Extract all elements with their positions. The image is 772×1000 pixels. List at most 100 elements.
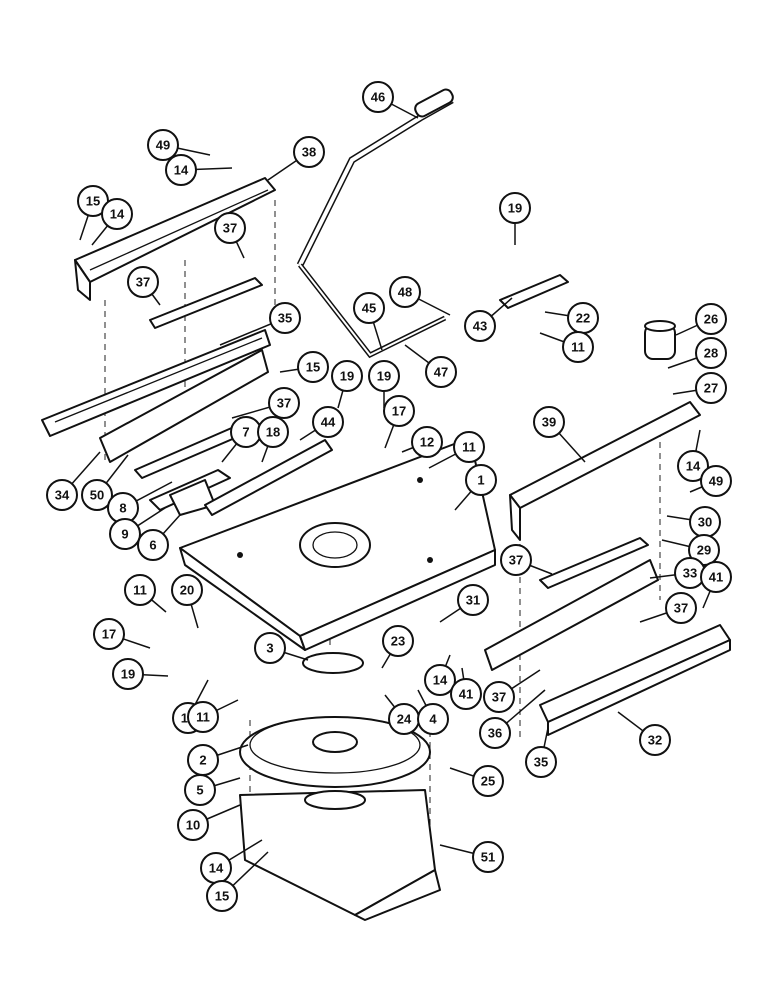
callout-41: 41: [450, 667, 482, 710]
callout-label: 38: [302, 145, 316, 160]
callout-3: 3: [254, 632, 309, 664]
top-plate-1: [179, 437, 496, 651]
callout-37: 37: [483, 669, 541, 713]
callout-label: 19: [340, 369, 354, 384]
callout-label: 11: [571, 340, 585, 355]
callout-circle: [382, 625, 414, 657]
callout-circle: [695, 337, 727, 369]
callout-31: 31: [439, 584, 489, 623]
callout-label: 11: [462, 440, 476, 455]
callout-label: 32: [648, 733, 662, 748]
callout-label: 7: [242, 425, 249, 440]
rail-bracket-39: [509, 401, 701, 541]
slide-rail-33: [484, 559, 659, 671]
callout-circle: [425, 356, 457, 388]
callout-label: 5: [196, 783, 203, 798]
callout-19: 19: [499, 192, 531, 245]
callout-43: 43: [464, 297, 513, 342]
callout-35: 35: [525, 727, 557, 778]
callout-label: 41: [709, 570, 723, 585]
callout-label: 48: [398, 285, 412, 300]
callout-circle: [479, 717, 511, 749]
callout-circle: [353, 292, 385, 324]
callout-label: 8: [119, 501, 126, 516]
callout-circle: [457, 584, 489, 616]
callout-label: 41: [459, 687, 473, 702]
callout-label: 46: [371, 90, 385, 105]
callout-23: 23: [381, 625, 414, 669]
callout-38: 38: [267, 136, 325, 181]
callout-51: 51: [439, 841, 504, 873]
callout-circle: [46, 479, 78, 511]
callout-49: 49: [689, 465, 732, 497]
callout-label: 20: [180, 583, 194, 598]
callout-circle: [677, 450, 709, 482]
callout-28: 28: [667, 337, 727, 369]
callout-circle: [171, 574, 203, 606]
callout-label: 14: [174, 163, 189, 178]
callout-label: 25: [481, 774, 495, 789]
callout-label: 11: [196, 710, 210, 725]
callout-circle: [101, 198, 133, 230]
callout-label: 22: [576, 311, 590, 326]
callout-circle: [472, 765, 504, 797]
callout-label: 43: [473, 319, 487, 334]
callout-11: 11: [187, 699, 239, 733]
slide-strip-37-right: [539, 537, 649, 589]
callout-circle: [424, 664, 456, 696]
callout-circle: [147, 129, 179, 161]
callout-17: 17: [383, 395, 415, 449]
callout-27: 27: [672, 372, 727, 404]
callout-label: 37: [509, 553, 523, 568]
callout-circle: [525, 746, 557, 778]
callout-6: 6: [137, 514, 181, 561]
callout-15: 15: [77, 185, 109, 241]
callout-33: 33: [649, 557, 706, 589]
callout-label: 37: [223, 221, 237, 236]
callout-circle: [124, 574, 156, 606]
callout-label: 33: [683, 566, 697, 581]
turntable-2: [239, 716, 431, 788]
callout-circle: [165, 154, 197, 186]
callout-14: 14: [677, 429, 709, 482]
callout-5: 5: [184, 774, 241, 806]
callout-label: 18: [266, 425, 280, 440]
callout-label: 1: [477, 473, 484, 488]
callout-label: 17: [392, 404, 406, 419]
callout-18: 18: [257, 416, 289, 463]
callout-label: 14: [433, 673, 448, 688]
callout-circle: [700, 465, 732, 497]
callout-circle: [293, 136, 325, 168]
callout-39: 39: [533, 406, 586, 463]
callout-label: 6: [149, 538, 156, 553]
callout-label: 27: [704, 381, 718, 396]
callout-circle: [257, 416, 289, 448]
callout-label: 15: [306, 360, 320, 375]
callout-circle: [688, 534, 720, 566]
callout-circle: [109, 518, 141, 550]
callout-circle: [254, 632, 286, 664]
callout-37: 37: [214, 212, 246, 259]
callout-37: 37: [639, 592, 697, 624]
callout-circle: [465, 464, 497, 496]
callout-circle: [184, 774, 216, 806]
callout-circle: [177, 809, 209, 841]
callout-label: 49: [156, 138, 170, 153]
callout-circle: [499, 192, 531, 224]
callout-circle: [269, 302, 301, 334]
callout-circle: [383, 395, 415, 427]
callout-41: 41: [700, 561, 732, 609]
callout-label: 47: [434, 365, 448, 380]
callout-circle: [81, 479, 113, 511]
callout-label: 14: [209, 861, 224, 876]
bracket-43: [499, 274, 569, 309]
callout-label: 51: [481, 850, 495, 865]
knob-26: [644, 320, 676, 360]
callout-label: 29: [697, 543, 711, 558]
callout-19: 19: [331, 360, 363, 409]
callout-label: 31: [466, 593, 480, 608]
callout-circle: [533, 406, 565, 438]
callout-34: 34: [46, 451, 101, 511]
callout-8: 8: [107, 481, 173, 524]
callout-circle: [331, 360, 363, 392]
